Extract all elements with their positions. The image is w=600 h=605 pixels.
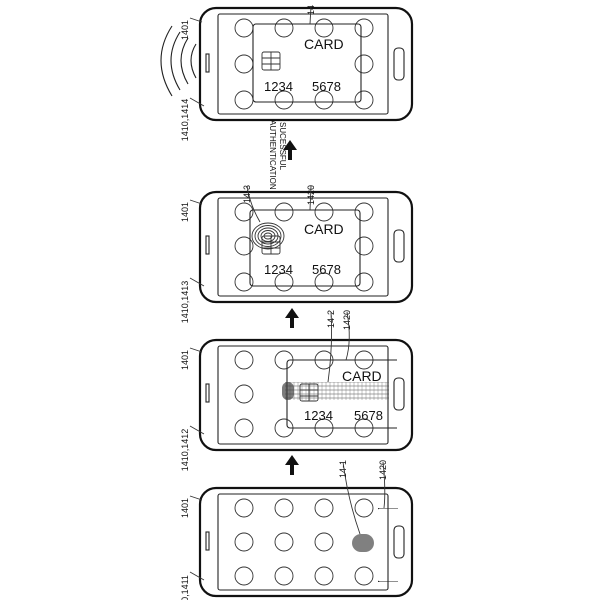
app-icon-grid [234,498,374,586]
phone-body [198,190,414,304]
device-label: 1401 [180,202,190,222]
phone-body [198,338,414,452]
device-label: 1401 [180,20,190,40]
card-number-left: 1234 [304,408,333,423]
home-button [393,525,405,559]
finger-label: 14-1 [338,460,348,478]
display-label: 1410,1413 [180,281,190,324]
phone-panel-card-sliding: CARD 1234 5678 1401 1410,1412 14-2 1420 [180,310,414,472]
device-label: 1401 [180,498,190,518]
speaker-slot [205,235,210,255]
phone-panel-fingerprint: CARD 1234 5678 1401 1410,1413 14-3 1420 [180,185,414,324]
card-title: CARD [304,36,344,52]
speaker-slot [205,531,210,551]
payment-card: CARD 1234 5678 [249,209,361,287]
fingerprint-icon [251,222,285,250]
up-arrow-icon [285,308,299,328]
display-label: 1410,1412 [180,429,190,472]
app-icon-grid [234,202,374,292]
finger-icon [352,534,374,552]
swipe-finger-trail [285,382,389,400]
phone-panel-card-edge: 1401 1410,1411 14-1 1420 [180,460,414,605]
auth-text-line2: SUCESSFUL [278,122,287,171]
card-label: 1420 [378,460,388,480]
up-arrow-icon [285,455,299,475]
device-label: 1401 [180,350,190,370]
phone-body [198,6,414,122]
home-button [393,229,405,263]
home-button [393,377,405,411]
phone-screen [217,13,389,115]
phone-body [198,486,414,598]
payment-card: CARD 1234 5678 [252,23,362,103]
app-icon-grid [234,18,374,110]
card-label: 1420 [342,310,352,330]
card-title: CARD [342,368,382,384]
up-arrow-icon [283,140,297,160]
finger-icon [282,382,294,400]
display-label: 1410,1414 [180,99,190,142]
phone-screen [217,493,389,591]
speaker-slot [205,53,210,73]
card-number-right: 5678 [312,79,341,94]
phone-panel-authenticated: CARD 1234 5678 1401 1410,1414 14 [160,5,414,142]
display-label: 1410,1411 [180,575,190,600]
auth-text-line1: AUTHENTICATION [268,120,277,190]
card-number-left: 1234 [264,262,293,277]
phone-screen [217,197,389,297]
wireless-signal-icon [160,25,197,97]
card-number-right: 5678 [354,408,383,423]
payment-card-edge [378,508,398,582]
home-button [393,47,405,81]
card-number-right: 5678 [312,262,341,277]
speaker-slot [205,383,210,403]
card-title: CARD [304,221,344,237]
finger-label: 14-3 [242,185,252,203]
card-number-left: 1234 [264,79,293,94]
